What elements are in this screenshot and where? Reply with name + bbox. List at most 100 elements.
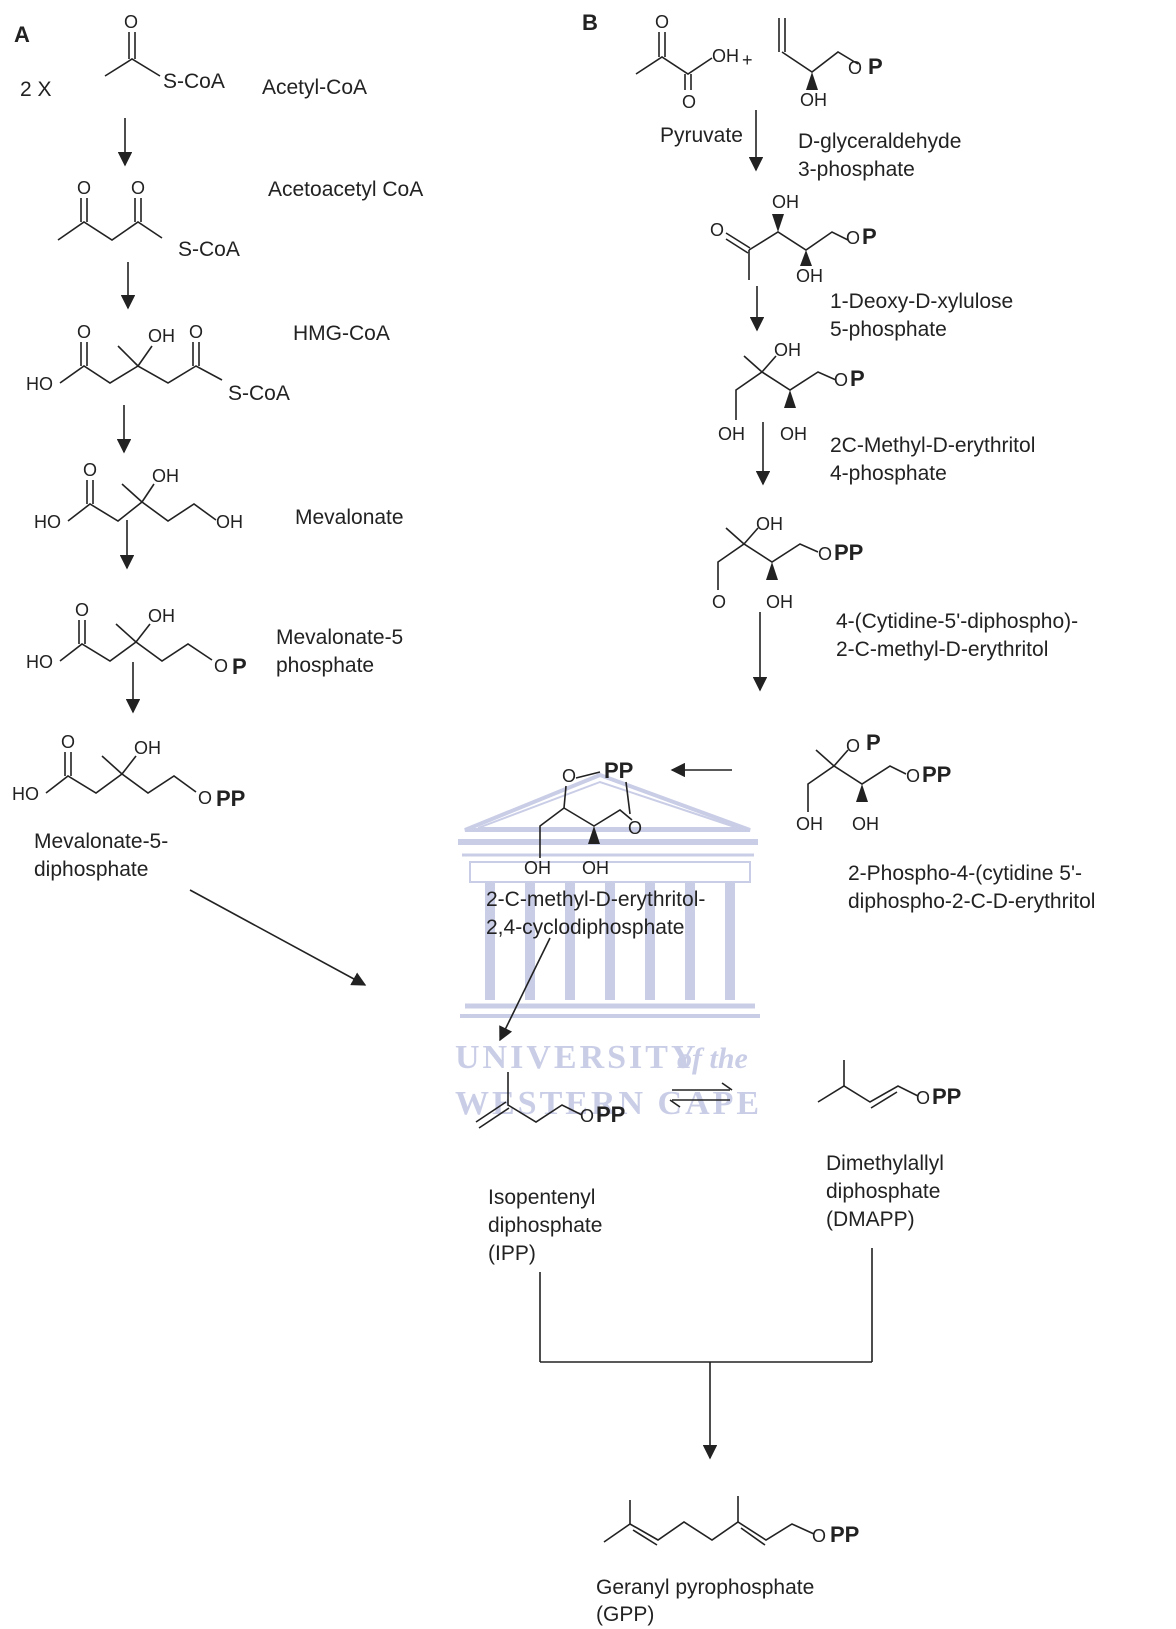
watermark-line-1: UNIVERSITY bbox=[455, 1039, 699, 1076]
atom-hydroxyl: OH bbox=[134, 738, 161, 758]
watermark-line-2: WESTERN CAPE bbox=[455, 1085, 762, 1122]
structure-ipp: O PP bbox=[475, 1072, 625, 1129]
label-ipp-line2: diphosphate bbox=[488, 1214, 602, 1237]
atom-hydroxyl: OH bbox=[712, 46, 739, 66]
label-mecpp-line1: 2-C-methyl-D-erythritol- bbox=[486, 888, 705, 911]
atom-oxygen: O bbox=[77, 322, 91, 342]
atom-oxygen: O bbox=[655, 12, 669, 32]
label-cdpme-line2: 2-C-methyl-D-erythritol bbox=[836, 638, 1048, 661]
label-cdpmep-line1: 2-Phospho-4-(cytidine 5'- bbox=[848, 862, 1082, 885]
label-ipp-line3: (IPP) bbox=[488, 1242, 536, 1265]
atom-hydroxyl: OH bbox=[524, 858, 551, 878]
atom-oxygen: O bbox=[712, 592, 726, 612]
atom-oxygen: O bbox=[189, 322, 203, 342]
structure-dxp: O OH OH O P bbox=[710, 192, 877, 286]
label-cdpmep-line2: diphospho-2-C-D-erythritol bbox=[848, 890, 1095, 913]
diphosphate-group: PP bbox=[922, 762, 951, 787]
atom-oxygen: O bbox=[77, 178, 91, 198]
label-mev5p-line2: phosphate bbox=[276, 654, 374, 677]
phosphate-group: P bbox=[850, 366, 865, 391]
label-dmapp-line3: (DMAPP) bbox=[826, 1208, 915, 1231]
structure-acetyl-coa: 2 X O S-CoA bbox=[20, 12, 225, 101]
atom-hydroxyl: OH bbox=[148, 606, 175, 626]
atom-scoa: S-CoA bbox=[228, 382, 290, 405]
diphosphate-group: PP bbox=[834, 540, 863, 565]
structure-hmg-coa: HO O OH O S-CoA bbox=[26, 322, 290, 405]
atom-oxygen: O bbox=[848, 58, 862, 78]
watermark-of-the: of the bbox=[677, 1042, 748, 1075]
label-dxp-line2: 5-phosphate bbox=[830, 318, 947, 341]
arrow-mev5pp-to-ipp bbox=[189, 889, 367, 986]
label-hmg-coa: HMG-CoA bbox=[293, 322, 390, 345]
label-pyruvate: Pyruvate bbox=[660, 124, 743, 147]
label-g3p-line2: 3-phosphate bbox=[798, 158, 915, 181]
atom-hydroxyl: OH bbox=[216, 512, 243, 532]
atom-hydroxyl: OH bbox=[774, 340, 801, 360]
atom-scoa: S-CoA bbox=[178, 238, 240, 261]
atom-oxygen: O bbox=[682, 92, 696, 112]
structure-cdpme: OH O OH O PP bbox=[712, 514, 863, 612]
diphosphate-group: PP bbox=[596, 1102, 625, 1127]
atom-oxygen: O bbox=[916, 1088, 930, 1108]
atom-hydroxyl: OH bbox=[148, 326, 175, 346]
structure-mep: OH OH OH O P bbox=[718, 340, 865, 444]
atom-oxygen: O bbox=[562, 766, 576, 786]
label-g3p-line1: D-glyceraldehyde bbox=[798, 130, 961, 153]
label-ipp-line1: Isopentenyl bbox=[488, 1186, 595, 1209]
label-mev5p-line1: Mevalonate-5 bbox=[276, 626, 403, 649]
atom-oxygen: O bbox=[846, 228, 860, 248]
atom-hydroxyl: OH bbox=[766, 592, 793, 612]
atom-oxygen: O bbox=[131, 178, 145, 198]
phosphate-group: P bbox=[866, 730, 881, 755]
diphosphate-group: PP bbox=[830, 1522, 859, 1547]
panel-label-a: A bbox=[14, 22, 30, 47]
atom-hydroxyl: OH bbox=[780, 424, 807, 444]
atom-oxygen: O bbox=[75, 600, 89, 620]
atom-hydroxyl: OH bbox=[582, 858, 609, 878]
atom-hydroxyl: OH bbox=[756, 514, 783, 534]
atom-oxygen: O bbox=[710, 220, 724, 240]
atom-oxygen: O bbox=[818, 544, 832, 564]
phosphate-group: P bbox=[862, 224, 877, 249]
diphosphate-group: PP bbox=[604, 758, 633, 783]
atom-oxygen: O bbox=[906, 766, 920, 786]
structure-mevalonate: HO O OH OH bbox=[34, 460, 243, 532]
label-gpp-line1: Geranyl pyrophosphate bbox=[596, 1576, 814, 1599]
atom-oxygen: O bbox=[214, 656, 228, 676]
multiplier-label: 2 X bbox=[20, 78, 52, 101]
label-dxp-line1: 1-Deoxy-D-xylulose bbox=[830, 290, 1013, 313]
structure-pyruvate: O O OH + bbox=[635, 12, 753, 112]
label-cdpme-line1: 4-(Cytidine-5'-diphospho)- bbox=[836, 610, 1078, 633]
atom-hydroxyl: OH bbox=[152, 466, 179, 486]
atom-oxygen: O bbox=[124, 12, 138, 32]
atom-oxygen: O bbox=[628, 818, 642, 838]
label-acetyl-coa: Acetyl-CoA bbox=[262, 76, 367, 99]
label-mev5pp-line1: Mevalonate-5- bbox=[34, 830, 168, 853]
structure-mevalonate-5-phosphate: HO O OH O P bbox=[26, 600, 247, 679]
atom-hydroxyl: OH bbox=[800, 90, 827, 110]
condensation-bracket bbox=[539, 1248, 873, 1363]
label-gpp-line2: (GPP) bbox=[596, 1603, 654, 1626]
atom-oxygen: O bbox=[834, 370, 848, 390]
equilibrium-arrows bbox=[669, 1082, 733, 1108]
atom-hydroxyl: OH bbox=[796, 266, 823, 286]
phosphate-group: P bbox=[868, 54, 883, 79]
panel-label-b: B bbox=[582, 10, 598, 35]
structure-acetoacetyl-coa: O O S-CoA bbox=[57, 178, 240, 261]
atom-hydroxyl: OH bbox=[718, 424, 745, 444]
atom-oxygen: O bbox=[198, 788, 212, 808]
structure-mevalonate-5-diphosphate: HO O OH O PP bbox=[12, 732, 245, 811]
atom-oxygen: O bbox=[812, 1526, 826, 1546]
structure-mecpp: O PP O OH OH bbox=[524, 758, 642, 878]
atom-hydroxyl: HO bbox=[34, 512, 61, 532]
arrow-mecpp-to-ipp bbox=[499, 937, 551, 1042]
label-dmapp-line2: diphosphate bbox=[826, 1180, 940, 1203]
atom-hydroxyl: OH bbox=[772, 192, 799, 212]
diphosphate-group: PP bbox=[932, 1084, 961, 1109]
label-mep-line1: 2C-Methyl-D-erythritol bbox=[830, 434, 1035, 457]
plus-sign: + bbox=[742, 50, 753, 70]
label-acetoacetyl-coa: Acetoacetyl CoA bbox=[268, 178, 423, 201]
label-mep-line2: 4-phosphate bbox=[830, 462, 947, 485]
structure-glyceraldehyde-3-phosphate: OH O P bbox=[778, 18, 883, 110]
